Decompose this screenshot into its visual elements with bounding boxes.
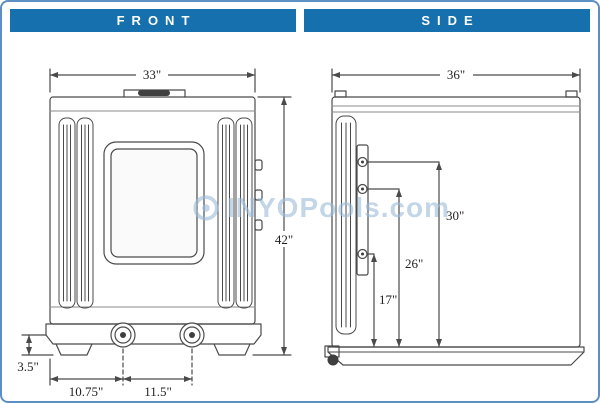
- front-plumbing-ports: [110, 322, 205, 348]
- front-base-height-dimension: 3.5": [17, 334, 54, 374]
- front-handle: [138, 90, 170, 96]
- side-width-label: 36": [447, 67, 465, 82]
- side-lower-height-label: 17": [379, 292, 397, 307]
- side-connection-dimensions: 30" 26" 17": [367, 161, 464, 348]
- side-width-dimension: 36": [331, 67, 581, 93]
- front-height-dimension: 42": [252, 96, 298, 356]
- front-port-spacing-label: 11.5": [144, 384, 172, 399]
- front-view: 33": [17, 67, 298, 399]
- front-access-panel: [103, 141, 205, 265]
- side-vent: [335, 115, 357, 335]
- front-width-dimension: 33": [49, 67, 256, 93]
- front-right-vent: [217, 117, 253, 309]
- side-middle-height-label: 26": [405, 256, 423, 271]
- front-view-title: FRONT: [116, 13, 197, 28]
- front-base-height-label: 3.5": [17, 359, 39, 374]
- side-caster-wheel: [327, 354, 339, 366]
- side-base: [324, 345, 585, 366]
- front-left-vent: [58, 117, 94, 309]
- front-port-offset-label: 10.75": [69, 384, 104, 399]
- front-view-header: FRONT: [10, 9, 296, 32]
- side-upper-height-label: 30": [446, 208, 464, 223]
- side-view-header: SIDE: [304, 9, 590, 32]
- side-mounting-bracket: [356, 144, 369, 276]
- front-height-label: 42": [275, 232, 293, 247]
- front-base: [45, 323, 262, 356]
- front-width-label: 33": [143, 67, 161, 82]
- side-view: 36": [324, 67, 585, 366]
- front-port-dimensions: 10.75" 11.5": [49, 348, 193, 399]
- side-view-title: SIDE: [421, 13, 480, 28]
